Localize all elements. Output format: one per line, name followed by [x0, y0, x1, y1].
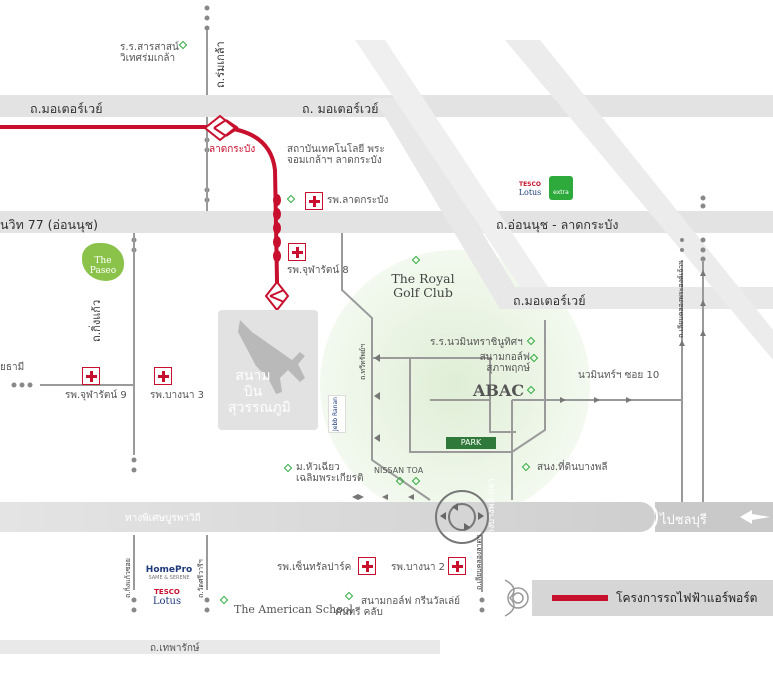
direction-arrows — [352, 270, 706, 500]
hospital-icon-chularat8 — [288, 243, 306, 261]
place-bangphli-office: สนง.ที่ดินบางพลี — [537, 462, 608, 473]
tesco-lotus-logo-top: TESCO Lotus — [515, 181, 545, 197]
place-american-school: The American School — [234, 603, 353, 616]
road-label-v-kingkaew-s: ถ.กิ่งแก้วซอย — [124, 558, 132, 598]
road-label-romklao: ถ.ร่มเกล้า — [214, 41, 227, 88]
legend-rail-label: โครงการรถไฟฟ้าแอร์พอร์ต — [616, 591, 758, 605]
road-label-expressway: ทางพิเศษบูรพาวิถี — [125, 513, 201, 524]
rail-interchange-airport — [264, 280, 290, 312]
east-dots — [680, 195, 706, 262]
diagonal-road-2 — [355, 40, 548, 287]
paseo-logo: The Paseo — [82, 243, 124, 281]
jebb-sign: Jebb Ranan — [328, 395, 346, 433]
place-greenvalley: สนามกอล์ฟ กรีนวัลเล่ย์ คันทรี คลับ — [335, 596, 461, 618]
tesco-bottom-text: TESCO — [154, 588, 180, 596]
green-area — [320, 250, 590, 520]
place-chularat8: รพ.จุฬารัตน์ 8 — [287, 265, 349, 276]
road-label-v-royal: ถ.ทวีทรัพย์ฯ — [359, 343, 367, 380]
road-label-motorway-left: ถ.มอเตอร์เวย์ — [30, 101, 103, 116]
place-latkrabang-hospital: รพ.ลาดกระบัง — [327, 195, 389, 206]
homepro-logo-sub: SAME & SERENE — [148, 575, 190, 581]
theparak-road — [0, 640, 440, 654]
homepro-logo-text: HomePro — [145, 565, 193, 575]
place-sarasas: ร.ร.สารสาสน์ วิเทศร่มเกล้า — [120, 42, 179, 64]
hospital-icon-bangna3 — [154, 367, 172, 385]
tesco-top-text: TESCO — [518, 181, 542, 188]
road-label-left-cut: ยธามี — [0, 362, 25, 373]
road-label-kingkaew: ถ.กิ่งแก้ว — [90, 299, 103, 342]
roundabout — [435, 490, 489, 544]
legend-rail-swatch — [552, 595, 608, 601]
motorway-diagonal-road — [372, 98, 773, 309]
place-bangna2: รพ.บางนา 2 — [391, 562, 445, 573]
place-royal-golf: The Royal Golf Club — [391, 271, 455, 300]
road-label-v-wat: ถ.วัดศรีวารีฯ — [197, 559, 205, 598]
homepro-logo: HomePro SAME & SERENE — [144, 565, 194, 581]
hospital-icon-central — [358, 557, 376, 575]
place-golf-suphap: สนามกอล์ฟ สุภาพฤกษ์ — [479, 352, 530, 374]
road-label-onnut: ถ.อ่อนนุช - ลาดกระบัง — [496, 217, 619, 232]
airplane-icon — [238, 320, 305, 394]
abac-road — [372, 320, 546, 453]
bottom-dots — [11, 382, 485, 613]
hospital-icon-chularat9 — [82, 367, 100, 385]
road-label-v-east: ถ.เลียบคลองพระองค์เจ้าฯ — [677, 260, 685, 338]
place-huachiew: ม.หัวเฉียว เฉลิมพระเกียรติ — [296, 462, 364, 484]
place-kmitl: สถาบันเทคโนโลยี พระจอมเกล้าฯ ลาดกระบัง — [287, 144, 385, 166]
diagonal-road — [505, 40, 773, 360]
lotus-bottom-text: Lotus — [152, 596, 182, 607]
place-airport: สนามบิน สุวรรณภูมิ — [228, 368, 291, 416]
expressway-arrow — [740, 510, 770, 524]
royal-road — [341, 233, 431, 501]
decor-swirl — [504, 579, 529, 617]
bangna-expressway — [0, 502, 640, 532]
place-navamin-school: ร.ร.นวมินทราชินูทิศฯ — [430, 337, 523, 348]
place-abac: ABAC — [473, 381, 525, 400]
extra-logo: extra — [549, 176, 573, 200]
place-latkrabang-station: ลาดกระบัง — [209, 144, 256, 155]
road-label-motorway-right: ถ.มอเตอร์เวย์ — [513, 293, 586, 308]
uturn-loop — [639, 499, 658, 535]
tesco-lotus-logo-bottom: TESCO Lotus — [148, 588, 186, 607]
road-label-motorway-center: ถ. มอเตอร์เวย์ — [302, 101, 379, 116]
road-label-theparak: ถ.เทพารักษ์ — [150, 643, 200, 654]
road-label-v-klong: ถ.เลียบคลองลาดฯ — [475, 535, 483, 590]
place-bangna3: รพ.บางนา 3 — [150, 390, 204, 401]
road-label-soi10: นวมินทร์ฯ ซอย 10 — [578, 370, 660, 381]
place-chularat9: รพ.จุฬารัตน์ 9 — [65, 390, 127, 401]
hospital-icon-latkrabang — [305, 192, 323, 210]
road-label-sukhumvit77: นวิท 77 (อ่อนนุช) — [0, 217, 98, 232]
onnut-road — [0, 211, 773, 233]
expressway-end — [620, 502, 655, 532]
rail-interchange-top — [203, 114, 239, 142]
rail-stations — [273, 194, 281, 262]
hospital-icon-bangna2 — [448, 557, 466, 575]
lotus-top-text: Lotus — [518, 188, 542, 197]
park-sign: PARK — [446, 437, 496, 449]
road-label-v-bangphli: ทางบางพลี-ปลา — [487, 478, 497, 540]
road-label-to-chonburi: ไปชลบุรี — [660, 513, 707, 528]
place-nissan: NISSAN TOA — [374, 466, 424, 475]
place-central-hospital: รพ.เซ็นทรัลปาร์ค — [277, 562, 352, 573]
jebb-sign-label: Jebb Ranan — [332, 397, 339, 431]
